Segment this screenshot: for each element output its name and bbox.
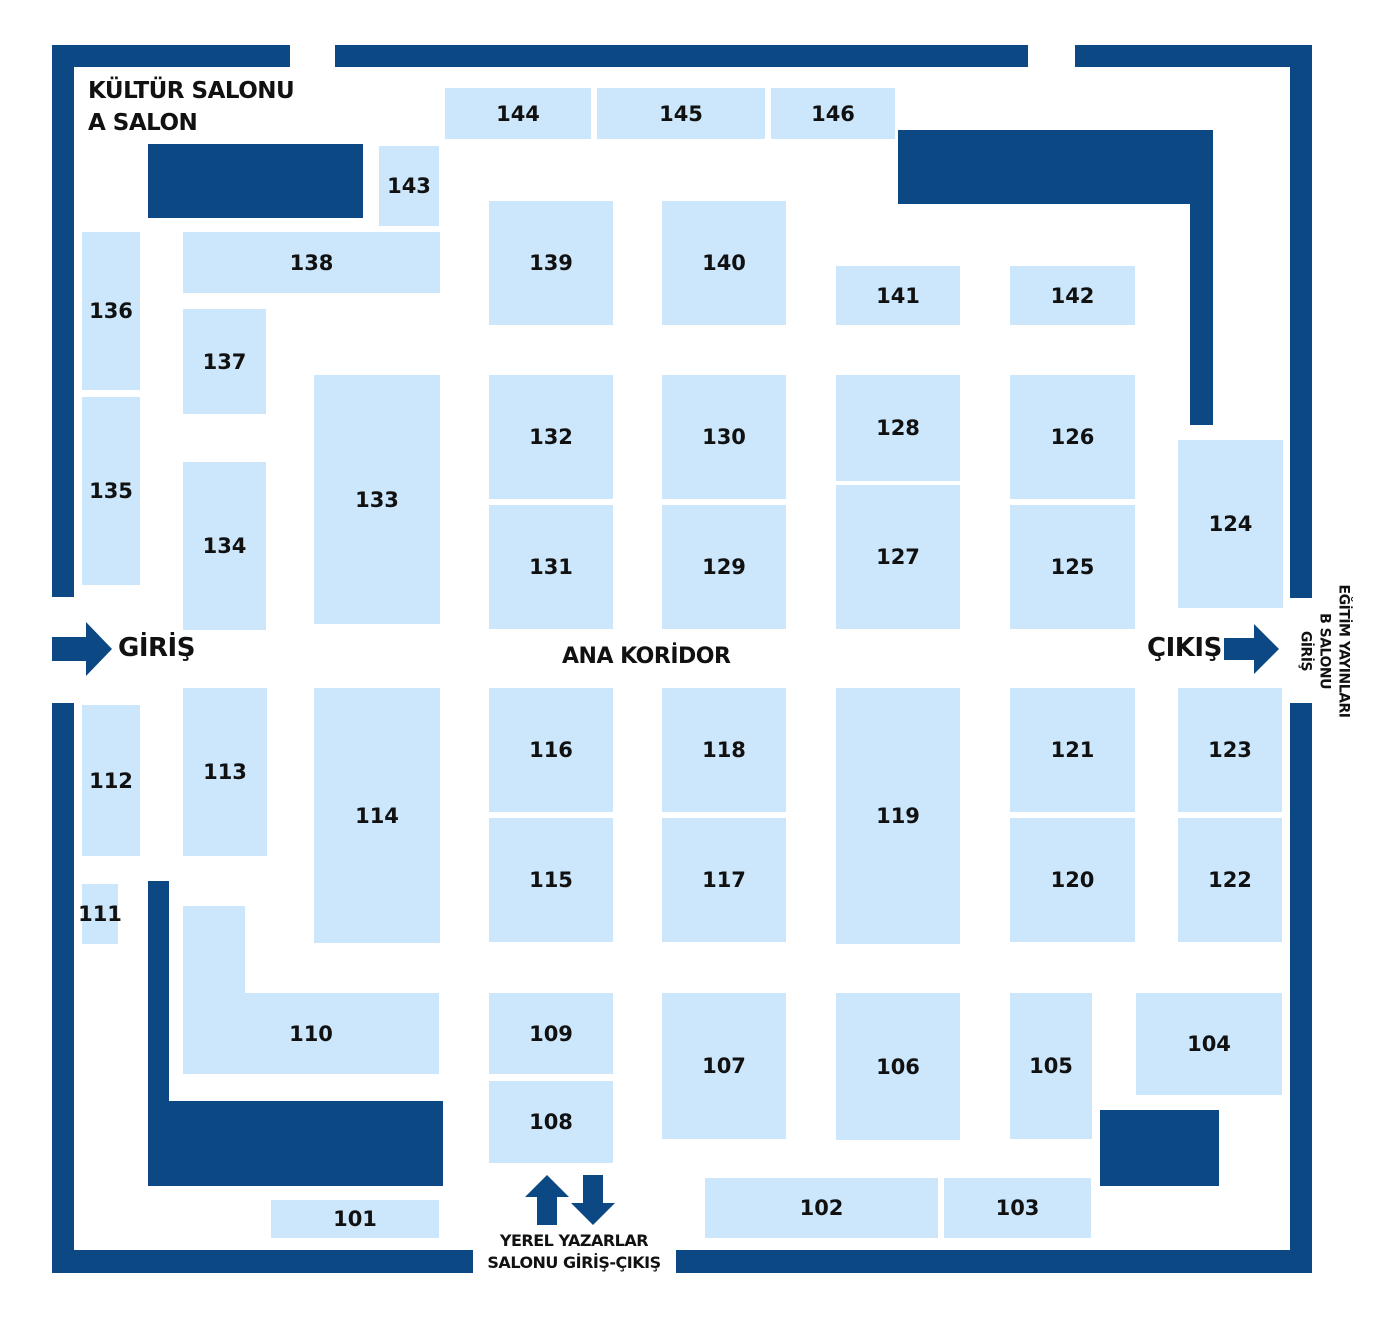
booth-102[interactable]: 102 bbox=[705, 1178, 938, 1238]
booth-111[interactable]: 111 bbox=[78, 884, 122, 944]
wall-left-lower bbox=[52, 703, 74, 1273]
booth-105[interactable]: 105 bbox=[1010, 993, 1092, 1139]
booth-108[interactable]: 108 bbox=[489, 1081, 613, 1163]
booth-136[interactable]: 136 bbox=[82, 232, 140, 390]
arrow-up-icon bbox=[525, 1175, 569, 1225]
wall-right-lower bbox=[1290, 703, 1312, 1273]
arrow-right-icon bbox=[52, 622, 112, 676]
booth-137[interactable]: 137 bbox=[183, 309, 266, 414]
local-authors-line1: YEREL YAZARLAR bbox=[499, 1231, 649, 1250]
booth-112[interactable]: 112 bbox=[82, 705, 140, 856]
booth-128[interactable]: 128 bbox=[836, 375, 960, 481]
dark-block-top-left bbox=[148, 144, 363, 218]
entrance-label: GİRİŞ bbox=[118, 633, 195, 663]
hall-b-label: EĞİTİM YAYINLARI B SALONU GİRİŞ bbox=[1288, 572, 1360, 730]
booth-119[interactable]: 119 bbox=[836, 688, 960, 944]
booth-101[interactable]: 101 bbox=[271, 1200, 439, 1238]
booth-122[interactable]: 122 bbox=[1178, 818, 1282, 942]
wall-top-left bbox=[52, 45, 290, 67]
booth-129[interactable]: 129 bbox=[662, 505, 786, 629]
hall-b-line1: EĞİTİM YAYINLARI bbox=[1335, 584, 1352, 718]
wall-left-upper bbox=[52, 45, 74, 597]
wall-bottom-left bbox=[52, 1250, 473, 1273]
arrow-down-icon bbox=[571, 1175, 615, 1225]
dark-block-bottom-left bbox=[148, 1101, 443, 1186]
booth-104[interactable]: 104 bbox=[1136, 993, 1282, 1095]
exit-label: ÇIKIŞ bbox=[1147, 633, 1222, 663]
arrow-right-icon bbox=[1224, 624, 1279, 674]
booth-121[interactable]: 121 bbox=[1010, 688, 1135, 812]
booth-145[interactable]: 145 bbox=[597, 88, 765, 139]
booth-125[interactable]: 125 bbox=[1010, 505, 1135, 629]
booth-132[interactable]: 132 bbox=[489, 375, 613, 499]
booth-139[interactable]: 139 bbox=[489, 201, 613, 325]
booth-106[interactable]: 106 bbox=[836, 993, 960, 1140]
booth-141[interactable]: 141 bbox=[836, 266, 960, 325]
booth-133[interactable]: 133 bbox=[314, 375, 440, 624]
booth-126[interactable]: 126 bbox=[1010, 375, 1135, 499]
booth-115[interactable]: 115 bbox=[489, 818, 613, 942]
dark-block-top-right bbox=[898, 130, 1213, 204]
booth-116[interactable]: 116 bbox=[489, 688, 613, 812]
booth-127[interactable]: 127 bbox=[836, 485, 960, 629]
main-corridor-label: ANA KORİDOR bbox=[562, 644, 731, 669]
wall-top-right bbox=[1075, 45, 1312, 67]
hall-b-line3: GİRİŞ bbox=[1297, 630, 1314, 672]
booth-140[interactable]: 140 bbox=[662, 201, 786, 325]
booth-117[interactable]: 117 bbox=[662, 818, 786, 942]
wall-bottom-right bbox=[676, 1250, 1312, 1273]
booth-123[interactable]: 123 bbox=[1178, 688, 1282, 812]
booth-109[interactable]: 109 bbox=[489, 993, 613, 1074]
dark-block-bottom-right bbox=[1100, 1110, 1219, 1186]
booth-120[interactable]: 120 bbox=[1010, 818, 1135, 942]
hall-a-title-line2: A SALON bbox=[88, 110, 198, 136]
booth-143[interactable]: 143 bbox=[379, 146, 439, 226]
booth-114[interactable]: 114 bbox=[314, 688, 440, 943]
dark-block-right-pillar bbox=[1190, 130, 1213, 425]
booth-146[interactable]: 146 bbox=[771, 88, 895, 139]
booth-131[interactable]: 131 bbox=[489, 505, 613, 629]
booth-142[interactable]: 142 bbox=[1010, 266, 1135, 325]
booth-107[interactable]: 107 bbox=[662, 993, 786, 1139]
booth-110[interactable]: 110 bbox=[183, 993, 439, 1074]
booth-130[interactable]: 130 bbox=[662, 375, 786, 499]
booth-135[interactable]: 135 bbox=[82, 397, 140, 585]
wall-top-middle bbox=[335, 45, 1028, 67]
booth-124[interactable]: 124 bbox=[1178, 440, 1283, 608]
hall-b-line2: B SALONU bbox=[1316, 613, 1333, 689]
booth-144[interactable]: 144 bbox=[445, 88, 591, 139]
booth-110-upper-part[interactable] bbox=[183, 906, 245, 998]
booth-134[interactable]: 134 bbox=[183, 462, 266, 630]
booth-113[interactable]: 113 bbox=[183, 688, 267, 856]
local-authors-line2: SALONU GİRİŞ-ÇIKIŞ bbox=[487, 1253, 661, 1272]
booth-138[interactable]: 138 bbox=[183, 232, 440, 293]
hall-a-title-line1: KÜLTÜR SALONU bbox=[88, 78, 295, 104]
wall-right-upper bbox=[1290, 45, 1312, 598]
booth-103[interactable]: 103 bbox=[944, 1178, 1091, 1238]
booth-118[interactable]: 118 bbox=[662, 688, 786, 812]
